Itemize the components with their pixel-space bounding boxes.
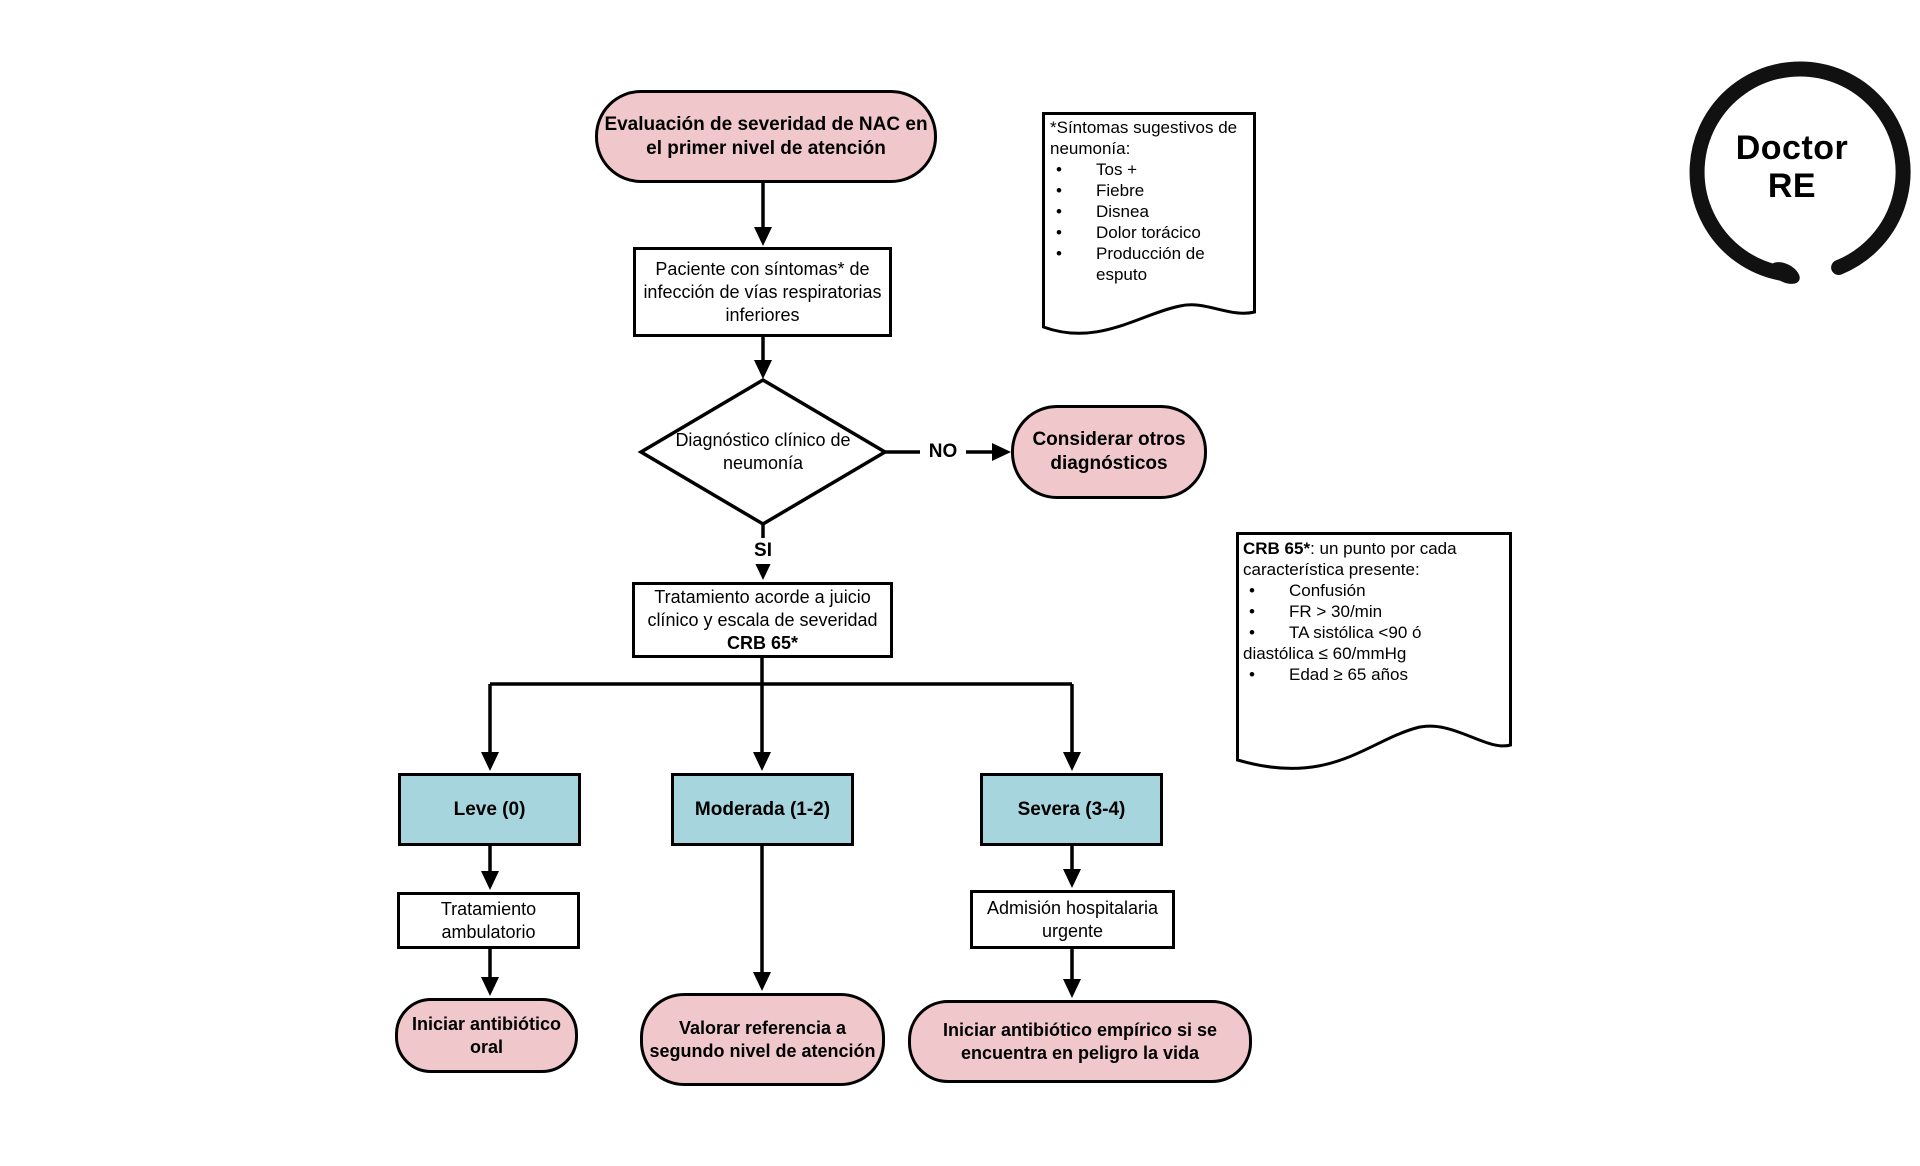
list-item: • Dolor torácico [1050,222,1250,243]
arrowhead-start-patient [754,227,772,246]
symptom-item: Producción de esputo [1096,244,1205,284]
decision-diamond-shape [637,377,889,527]
bullet-icon: • [1249,602,1255,621]
snake-head-icon [1770,262,1800,284]
symptom-item: Disnea [1096,202,1149,221]
ambulatory-treatment-node: Tratamiento ambulatorio [397,892,580,949]
si-branch-label: SI [741,538,785,564]
no-branch-label: NO [920,439,966,465]
empiric-antibiotic-node: Iniciar antibiótico empírico si se encue… [908,1000,1252,1083]
treatment-judgement-plain: Tratamiento acorde a juicio clínico y es… [647,586,878,630]
symptoms-note: *Síntomas sugestivos de neumonía: • Tos … [1050,117,1250,285]
crb65-note-outline [1236,532,1512,770]
crb65-note-list: • Confusión • FR > 30/min • TA sistólica… [1243,580,1507,685]
bullet-icon: • [1056,160,1062,179]
consider-other-diagnoses-node: Considerar otros diagnósticos [1011,405,1207,499]
treatment-judgement-text: Tratamiento acorde a juicio clínico y es… [635,586,890,655]
list-item: • FR > 30/min [1243,601,1507,622]
start-node: Evaluación de severidad de NAC en el pri… [595,90,937,183]
symptom-item: Tos + [1096,160,1138,179]
list-item: diastólica ≤ 60/mmHg [1243,643,1507,664]
list-item: • Tos + [1050,159,1250,180]
severity-severa-node: Severa (3-4) [980,773,1163,846]
symptom-item: Fiebre [1096,181,1145,200]
arrowhead-action-outcome-right [1063,979,1081,998]
crb65-item: FR > 30/min [1289,602,1383,621]
bullet-icon: • [1249,581,1255,600]
list-item: • Disnea [1050,201,1250,222]
arrowhead-branch-left [481,752,499,771]
arrowhead-patient-decision [754,360,772,379]
arrowhead-severa-action [1063,869,1081,888]
crb65-item: Confusión [1289,581,1366,600]
connector-lines [488,183,1074,981]
crb65-item: TA sistólica <90 ó [1289,623,1422,642]
doctor-re-logo [1689,61,1911,284]
arrowhead-moderada-outcome [753,972,771,991]
logo-line2: RE [1767,167,1817,205]
list-item: • Fiebre [1050,180,1250,201]
symptom-item: Dolor torácico [1096,223,1201,242]
list-item: • Producción de esputo [1050,243,1250,285]
crb65-note-title: CRB 65*: un punto por cada característic… [1243,538,1507,580]
hospital-admission-node: Admisión hospitalaria urgente [970,890,1175,949]
symptoms-note-title: *Síntomas sugestivos de neumonía: [1050,118,1238,158]
symptoms-note-outline [1042,112,1256,335]
bullet-icon: • [1056,244,1062,263]
bullet-icon: • [1249,665,1255,684]
logo-text: Doctor RE [1680,129,1904,205]
arrowhead-branch-right [1063,752,1081,771]
list-item: • TA sistólica <90 ó [1243,622,1507,643]
patient-symptoms-node: Paciente con síntomas* de infección de v… [633,247,892,337]
severity-leve-node: Leve (0) [398,773,581,846]
list-item: • Confusión [1243,580,1507,601]
second-level-referral-node: Valorar referencia a segundo nivel de at… [640,993,885,1086]
crb65-item: Edad ≥ 65 años [1289,665,1408,684]
treatment-judgement-scale: CRB 65* [726,632,799,653]
oral-antibiotic-node: Iniciar antibiótico oral [395,998,578,1073]
bullet-icon: • [1056,223,1062,242]
bullet-icon: • [1056,181,1062,200]
arrowhead-no [992,443,1011,461]
severity-moderada-node: Moderada (1-2) [671,773,854,846]
crb65-item: diastólica ≤ 60/mmHg [1243,644,1407,663]
arrowhead-leve-action [481,871,499,890]
treatment-judgement-node: Tratamiento acorde a juicio clínico y es… [632,582,893,658]
arrowhead-action-outcome-left [481,977,499,996]
bullet-icon: • [1249,623,1255,642]
crb65-note-title-rest: : un punto por cada característica prese… [1243,539,1457,579]
snake-circle-icon [1689,61,1911,281]
symptoms-note-list: • Tos + • Fiebre • Disnea • Dolor toráci… [1050,159,1250,285]
arrowheads [481,227,1081,998]
crb65-note-title-bold: CRB 65* [1243,539,1311,558]
bullet-icon: • [1056,202,1062,221]
crb65-note: CRB 65*: un punto por cada característic… [1243,538,1507,685]
arrowhead-si [754,561,772,580]
logo-line1: Doctor [1735,129,1849,167]
list-item: • Edad ≥ 65 años [1243,664,1507,685]
decision-node-label: Diagnóstico clínico de neumonía [675,430,851,473]
arrowhead-branch-mid [753,752,771,771]
